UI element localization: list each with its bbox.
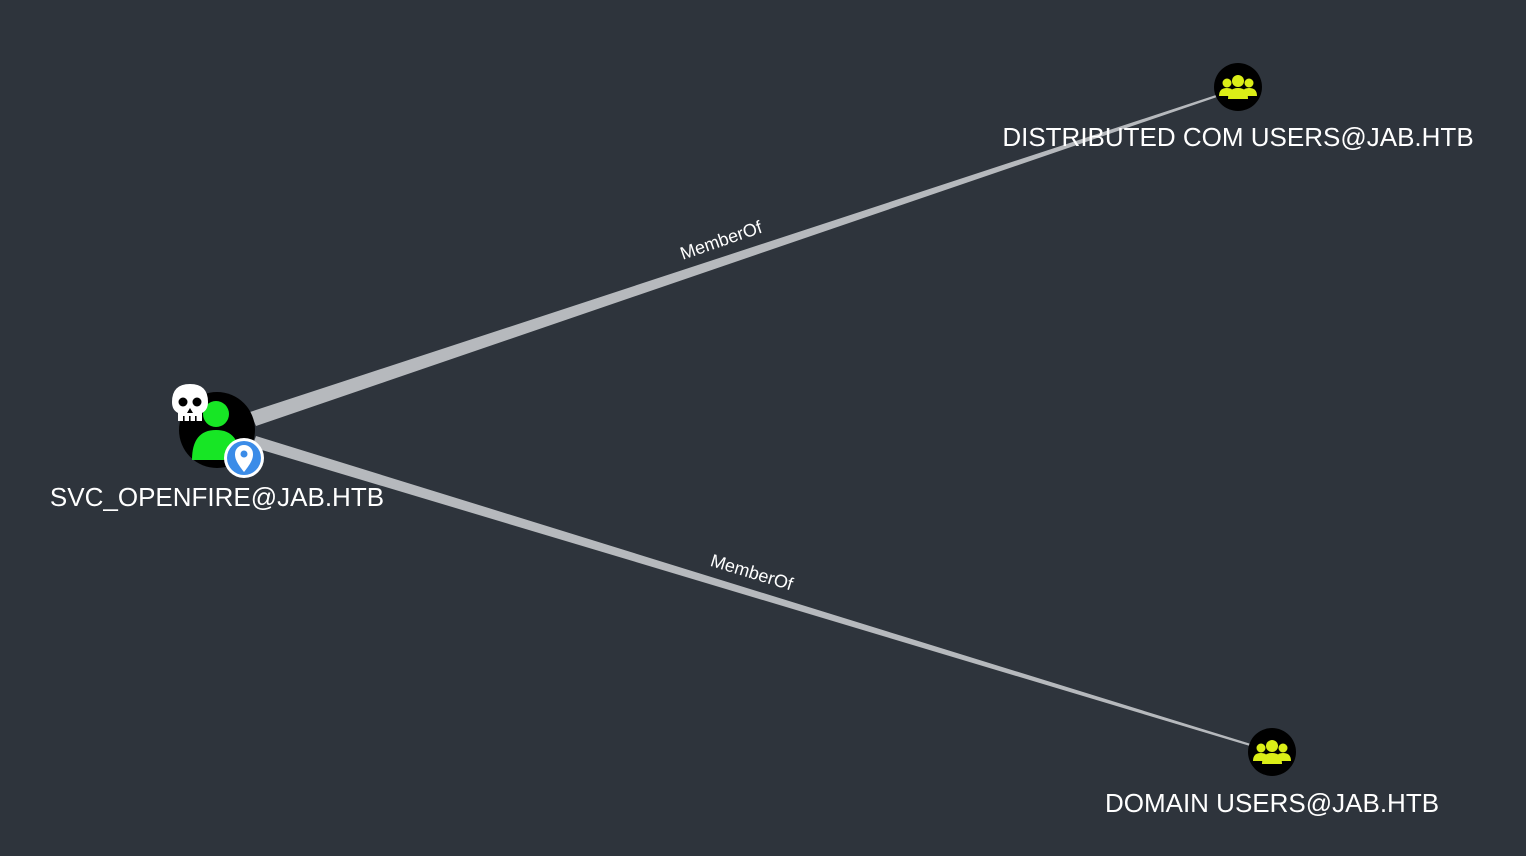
skull-icon (172, 384, 208, 421)
node-group-distributed-com-users[interactable]: DISTRIBUTED COM USERS@JAB.HTB (1002, 63, 1474, 152)
edge-memberof-domain-users[interactable]: MemberOf (252, 436, 1251, 746)
edge-line[interactable] (250, 95, 1217, 426)
node-user-svc-openfire[interactable]: SVC_OPENFIRE@JAB.HTB (50, 384, 384, 512)
node-label: DISTRIBUTED COM USERS@JAB.HTB (1002, 122, 1473, 152)
node-label: SVC_OPENFIRE@JAB.HTB (50, 482, 384, 512)
map-marker-icon (224, 438, 264, 478)
edge-label: MemberOf (678, 217, 766, 264)
edge-label: MemberOf (708, 550, 796, 594)
edge-line[interactable] (252, 436, 1251, 746)
node-group-domain-users[interactable]: DOMAIN USERS@JAB.HTB (1105, 728, 1439, 818)
node-label: DOMAIN USERS@JAB.HTB (1105, 788, 1439, 818)
